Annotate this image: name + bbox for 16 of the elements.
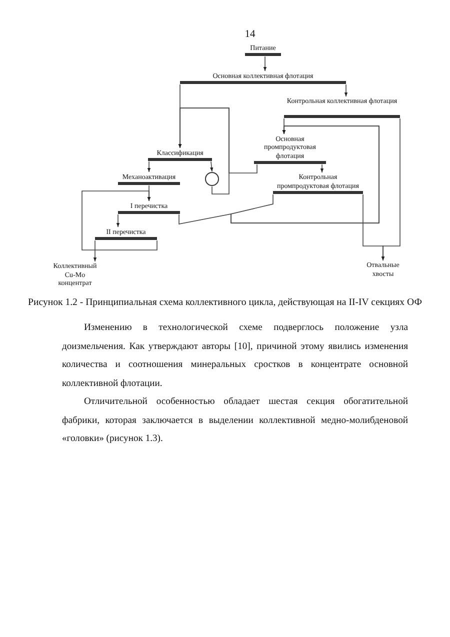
body-paragraph: Изменению в технологической схеме подверглось положение узла доизмельчения. Как утверждают авторы [10], причиной этому явились изменения количества и соотношения минеральных сростков в концентрате основной коллективной флотации. <box>62 321 408 390</box>
body-paragraph: Отличительной особенностью обладает шестая секция обогатительной фабрики, которая заключается в выделении коллективной медно-молибденовой «головки» (рисунок 1.3). <box>62 395 408 446</box>
flow-arrow <box>93 240 97 262</box>
mill-symbol <box>205 172 219 186</box>
flow-arrow <box>116 214 120 228</box>
flow-arrow <box>82 190 158 250</box>
flow-arrow <box>230 126 380 224</box>
flow-arrow <box>147 161 151 172</box>
flow-arrow <box>210 161 214 172</box>
flow-arrow <box>362 194 385 261</box>
flow-arrow <box>263 56 267 72</box>
figure-caption: Рисунок 1.2 - Принципиальная схема коллективного цикла, действующая на II-IV секциях ОФ <box>27 296 423 310</box>
page-number: 14 <box>244 28 256 42</box>
flow-arrow <box>178 108 230 194</box>
flow-arrow <box>320 164 324 173</box>
flow-arrow <box>344 84 348 97</box>
